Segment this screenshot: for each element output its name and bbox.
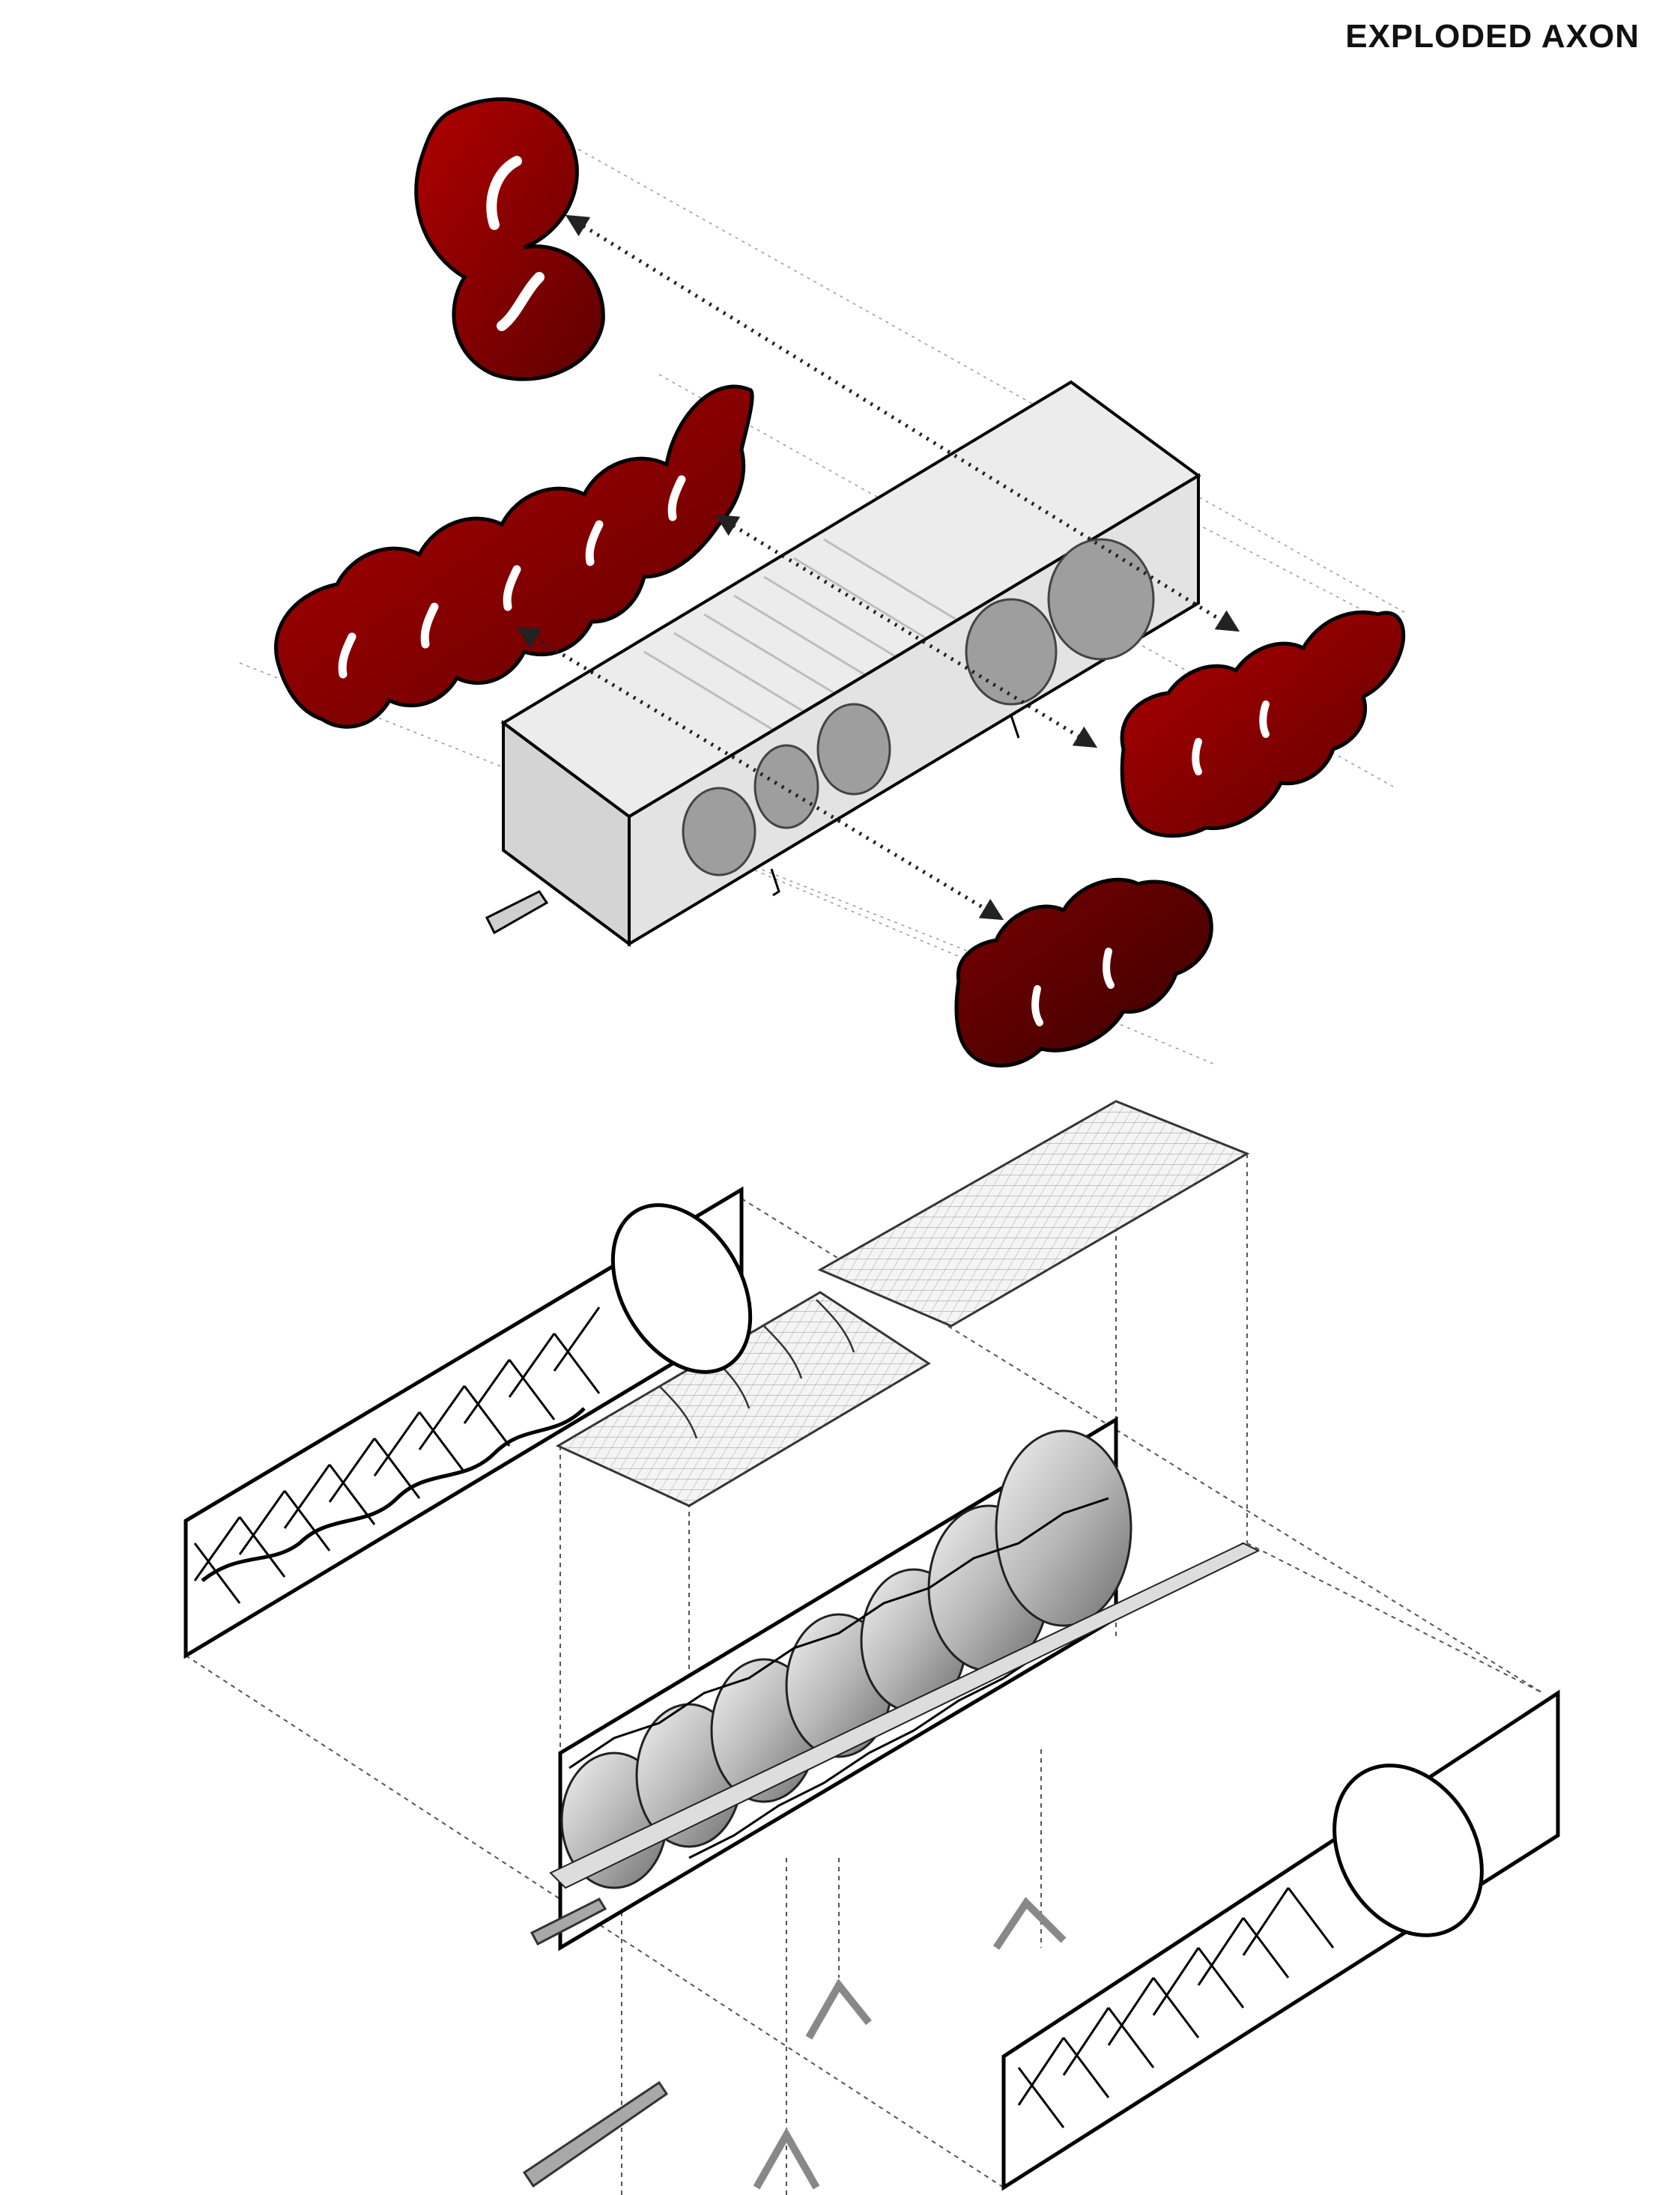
shell-structure: [549, 1416, 1261, 1952]
massing-block: [485, 380, 1201, 947]
roof-grid-surface: [555, 1100, 1250, 1507]
red-fin-lower: [954, 877, 1213, 1068]
red-fin-single: [414, 97, 605, 381]
red-fin-right: [1120, 610, 1406, 838]
columns: [522, 1897, 1067, 2190]
lattice-panel-right: [1001, 1689, 1560, 2191]
lattice-panel-left: [184, 1186, 753, 1659]
explode-arrows: [516, 214, 1240, 921]
diagram-title: EXPLODED AXON: [1345, 18, 1640, 55]
